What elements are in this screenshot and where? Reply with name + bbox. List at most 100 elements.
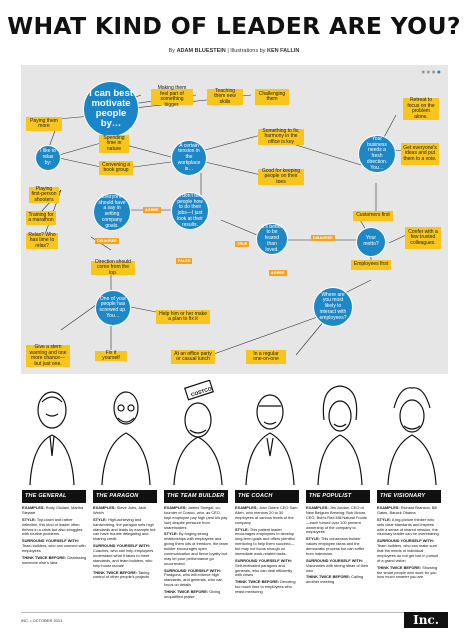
box-office-party: At an office party or casual lunch: [171, 350, 215, 364]
examples-text: Rudy Giuliani, Martha Stewart: [22, 505, 84, 515]
box-nature: Spending time in nature: [99, 135, 129, 153]
card-title: THE GENERAL: [22, 490, 86, 503]
box-relax-time: Relax? Who has time to relax?: [26, 232, 58, 249]
start-bubble: I can best motivate people by…: [83, 81, 139, 137]
say-goals-bubble: Everyone should have a say in setting co…: [93, 193, 131, 231]
box-retreat: Retreat to focus on the problem alone.: [403, 97, 439, 120]
byline-by-label: By: [168, 48, 176, 54]
byline: By ADAM BLUESTEIN | Illustrations by KEN…: [0, 48, 468, 54]
surround-text: Team builders, who can connect with empl…: [22, 543, 86, 553]
feared-bubble: It's better to be feared than loved.: [256, 223, 288, 255]
byline-sep: |: [227, 48, 231, 54]
visionary-portrait: [387, 387, 437, 485]
examples-label: EXAMPLES:: [164, 505, 187, 510]
fresh-direction-bubble: Your business needs a fresh direction. Y…: [358, 135, 396, 173]
card-populist: THE POPULIST EXAMPLES: Jim Jordan, CEO o…: [306, 490, 370, 587]
card-team-builder: THE TEAM BUILDER EXAMPLES: James Sinegal…: [164, 490, 228, 602]
examples-label: EXAMPLES:: [22, 505, 45, 510]
byline-author: ADAM BLUESTEIN: [176, 48, 226, 54]
footer-text: INC. • OCTOBER 2013: [21, 618, 63, 623]
twice-label: THINK TWICE BEFORE:: [164, 589, 209, 594]
box-one-on-one: In a regular one-on-one: [246, 350, 286, 364]
tension-bubble: A certain tension in the workplace is…: [171, 140, 207, 176]
surround-text: Visionaries with strong ideas of their o…: [306, 562, 369, 573]
motto-bubble: Your motto?: [356, 227, 386, 257]
box-employees: Employees first: [351, 260, 391, 270]
style-text: This consensus builder values employee i…: [306, 536, 365, 556]
surround-label: SURROUND YOURSELF WITH:: [306, 557, 363, 563]
box-feel-part: Making them feel part of something bigge…: [151, 85, 193, 107]
twice-label: THINK TWICE BEFORE:: [93, 569, 138, 575]
coach-portrait: [245, 394, 295, 485]
label-true: TRUE: [235, 241, 250, 247]
box-harmony: Something to fix; harmony in the office …: [258, 128, 304, 145]
populist-portrait: [317, 385, 363, 485]
card-visionary: THE VISIONARY EXAMPLES: Richard Branson,…: [377, 490, 441, 582]
box-help-plan: Help him or her make a plan to fix it: [156, 310, 210, 324]
surround-label: SURROUND YOURSELF WITH:: [235, 557, 292, 563]
box-stern: Give a stern warning and one more chance…: [26, 344, 70, 367]
box-marathon: Training for a marathon: [26, 211, 56, 225]
examples-label: EXAMPLES:: [377, 505, 400, 510]
box-confer: Confer with a few trusted colleagues.: [405, 227, 441, 249]
style-label: STYLE:: [306, 536, 320, 542]
examples-label: EXAMPLES:: [235, 505, 258, 510]
twice-text: Dismissing someone else's idea: [22, 554, 86, 565]
surround-label: SURROUND YOURSELF WITH:: [377, 538, 434, 544]
label-disagree: DISAGREE: [95, 238, 119, 244]
style-label: STYLE:: [377, 516, 391, 522]
card-title: THE TEAM BUILDER: [164, 490, 228, 503]
surround-text: Team builders, who can make sure that th…: [377, 543, 439, 563]
page-title: WHAT KIND OF LEADER ARE YOU?: [7, 12, 461, 40]
box-shooters: Playing first-person shooters: [29, 186, 59, 203]
twice-label: THINK TWICE BEFORE:: [22, 554, 67, 560]
team-builder-portrait: COSTCO: [173, 380, 223, 485]
style-label: STYLE:: [235, 526, 249, 532]
twice-label: THINK TWICE BEFORE:: [306, 574, 351, 580]
examples-text: Jim Jordan, CEO of New Belgium Brewing; …: [306, 505, 367, 535]
surround-text: Self-motivated paragons and generals, wh…: [235, 562, 293, 578]
surround-label: SURROUND YOURSELF WITH:: [93, 543, 150, 549]
results-bubble: I don't tell people how to do their jobs…: [171, 192, 209, 230]
card-title: THE PARAGON: [93, 490, 157, 503]
style-label: STYLE:: [93, 516, 107, 522]
footer-rule: [21, 612, 448, 613]
surround-label: SURROUND YOURSELF WITH:: [22, 538, 79, 544]
card-coach: THE COACH EXAMPLES: John Deere CEO Sam A…: [235, 490, 299, 597]
box-teaching: Teaching them new skills: [207, 88, 243, 105]
examples-text: James Sinegal, co-founder of Costco, who…: [164, 505, 228, 530]
examples-text: John Deere CEO Sam Allen, who mentors 20…: [235, 505, 298, 525]
twice-label: THINK TWICE BEFORE:: [235, 579, 280, 585]
twice-text: Taking control of other people's project…: [93, 569, 150, 580]
twice-text: Giving unqualified praise: [164, 589, 221, 599]
card-paragon: THE PARAGON EXAMPLES: Steve Jobs, Jack W…: [93, 490, 157, 582]
examples-text: Steve Jobs, Jack Welch: [93, 505, 147, 515]
label-agree-2: AGREE: [269, 270, 287, 276]
twice-text: Showing the smart people who work for yo…: [377, 564, 438, 580]
examples-label: EXAMPLES:: [93, 505, 116, 510]
examples-text: Richard Branson, Bill Gates, Barack Obam…: [377, 505, 438, 515]
style-text: High-achieving and hardworking, the para…: [93, 516, 156, 542]
box-challenging: Challenging them: [255, 89, 289, 105]
inc-logo: Inc.: [404, 612, 448, 628]
box-customers: Customers first: [353, 211, 393, 221]
style-label: STYLE:: [22, 516, 36, 522]
box-direction-top: Direction should come from the top.: [91, 259, 135, 276]
card-title: THE VISIONARY: [377, 490, 441, 503]
surround-label: SURROUND YOURSELF WITH:: [164, 567, 221, 573]
surround-text: Coaches, who can help employees understa…: [93, 548, 154, 568]
label-disagree-2: DISAGREE: [311, 235, 335, 241]
style-text: Top-down and rather inflexible, this kin…: [22, 516, 83, 537]
page-dots: ●●●●: [421, 69, 442, 76]
byline-illus-label: Illustrations by: [230, 48, 266, 54]
surround-text: Paragons, who will enforce high standard…: [164, 572, 223, 588]
relax-bubble: I like to relax by:: [35, 145, 61, 171]
general-portrait: [29, 391, 75, 485]
flowchart-panel: ●●●● I can best motivate people by… I li…: [21, 65, 448, 374]
style-text: By forging strong relationships with emp…: [164, 531, 229, 566]
twice-text: Calling another meeting: [306, 574, 364, 585]
card-general: THE GENERAL EXAMPLES: Rudy Giuliani, Mar…: [22, 490, 86, 568]
costco-sign-text: COSTCO: [190, 386, 212, 398]
style-label: STYLE:: [164, 531, 178, 537]
twice-text: Devoting too much time to employees who …: [235, 579, 296, 594]
